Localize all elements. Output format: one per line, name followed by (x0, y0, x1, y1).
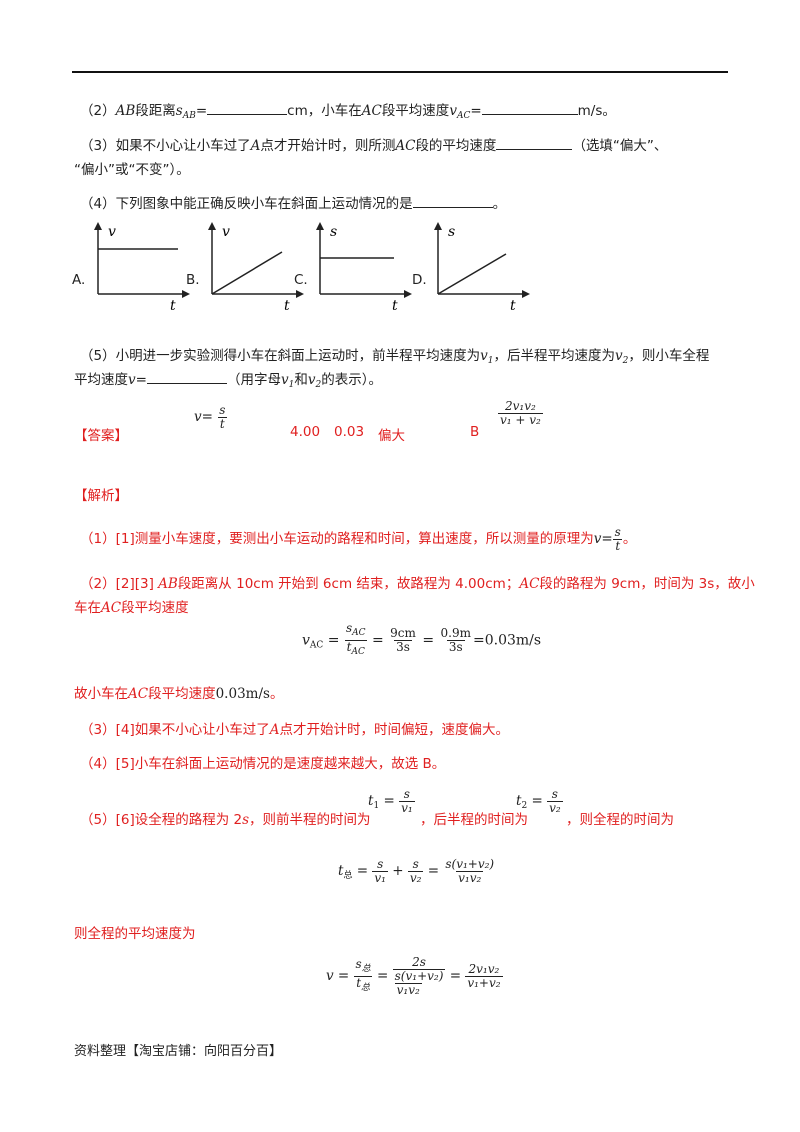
question-5: （5）小明进一步实验测得小车在斜面上运动时，前半程平均速度为v1，后半程平均速度… (80, 348, 710, 366)
graph-b-x: t (284, 298, 290, 312)
graph-a-x: t (170, 298, 176, 312)
question-5-line2: 平均速度v=（用字母v1和v2的表示）。 (74, 371, 382, 390)
answer-blank-q3[interactable] (496, 137, 573, 150)
analysis-2-end: 故小车在AC段平均速度0.03m/s。 (74, 686, 284, 702)
analysis-1: （1）[1]测量小车速度，要测出小车运动的路程和时间，算出速度，所以测量的原理为… (80, 525, 637, 553)
analysis-5: （5）[6]设全程的路程为 2s，则前半程的时间为 (80, 812, 371, 828)
analysis-4: （4）[5]小车在斜面上运动情况的是速度越来越大，故选 B。 (80, 756, 446, 772)
answer-blank-q5[interactable] (146, 371, 227, 384)
graph-c-x: t (392, 298, 398, 312)
graph-a: v t (94, 222, 190, 312)
question-3: （3）如果不小心让小车过了A点才开始计时，则所测AC段的平均速度（选填“偏大”、 (80, 137, 668, 154)
answer-blank-q4[interactable] (412, 195, 493, 208)
graph-a-label: A. (72, 272, 86, 288)
graph-options: A. v t B. v t C. s t D. s t (72, 220, 592, 320)
header-rule (72, 71, 728, 73)
answer-4: 偏大 (378, 428, 405, 444)
analysis-2-line2: 车在AC段平均速度 (74, 600, 189, 616)
answer-3: 0.03 (334, 424, 365, 440)
analysis-2: （2）[2][3] AB段距离从 10cm 开始到 6cm 结束，故路程为 4.… (80, 576, 755, 592)
graph-c-label: C. (294, 272, 308, 288)
graph-d-label: D. (412, 272, 427, 288)
question-3-line2: “偏小”或“不变”）。 (74, 162, 190, 178)
graph-d: s t (434, 222, 530, 312)
answer-blank-sab[interactable] (207, 102, 288, 115)
analysis-6: 则全程的平均速度为 (74, 926, 196, 942)
question-4: （4）下列图象中能正确反映小车在斜面上运动情况的是。 (80, 195, 507, 212)
graph-c: s t (316, 222, 412, 312)
answer-5: B (470, 424, 480, 440)
graph-b: v t (208, 222, 304, 312)
footer-text: 资料整理【淘宝店铺：向阳百分百】 (74, 1044, 283, 1059)
answer-label: 【答案】 (74, 428, 128, 444)
graph-a-y: v (108, 224, 116, 240)
answer-2: 4.00 (290, 424, 321, 440)
answer-blank-vac[interactable] (481, 102, 578, 115)
question-2: （2）AB段距离sAB=cm，小车在AC段平均速度vAC=m/s。 (80, 102, 616, 121)
analysis-5-mid: ，后半程的时间为 (420, 812, 528, 828)
graph-c-y: s (330, 224, 337, 240)
graph-d-x: t (510, 298, 516, 312)
graph-d-y: s (448, 224, 455, 240)
graph-b-label: B. (186, 272, 200, 288)
graph-b-y: v (222, 224, 230, 240)
analysis-label: 【解析】 (74, 488, 128, 504)
analysis-5-end: ，则全程的时间为 (566, 812, 674, 828)
analysis-3: （3）[4]如果不小心让小车过了A点才开始计时，时间偏短，速度偏大。 (80, 722, 509, 738)
